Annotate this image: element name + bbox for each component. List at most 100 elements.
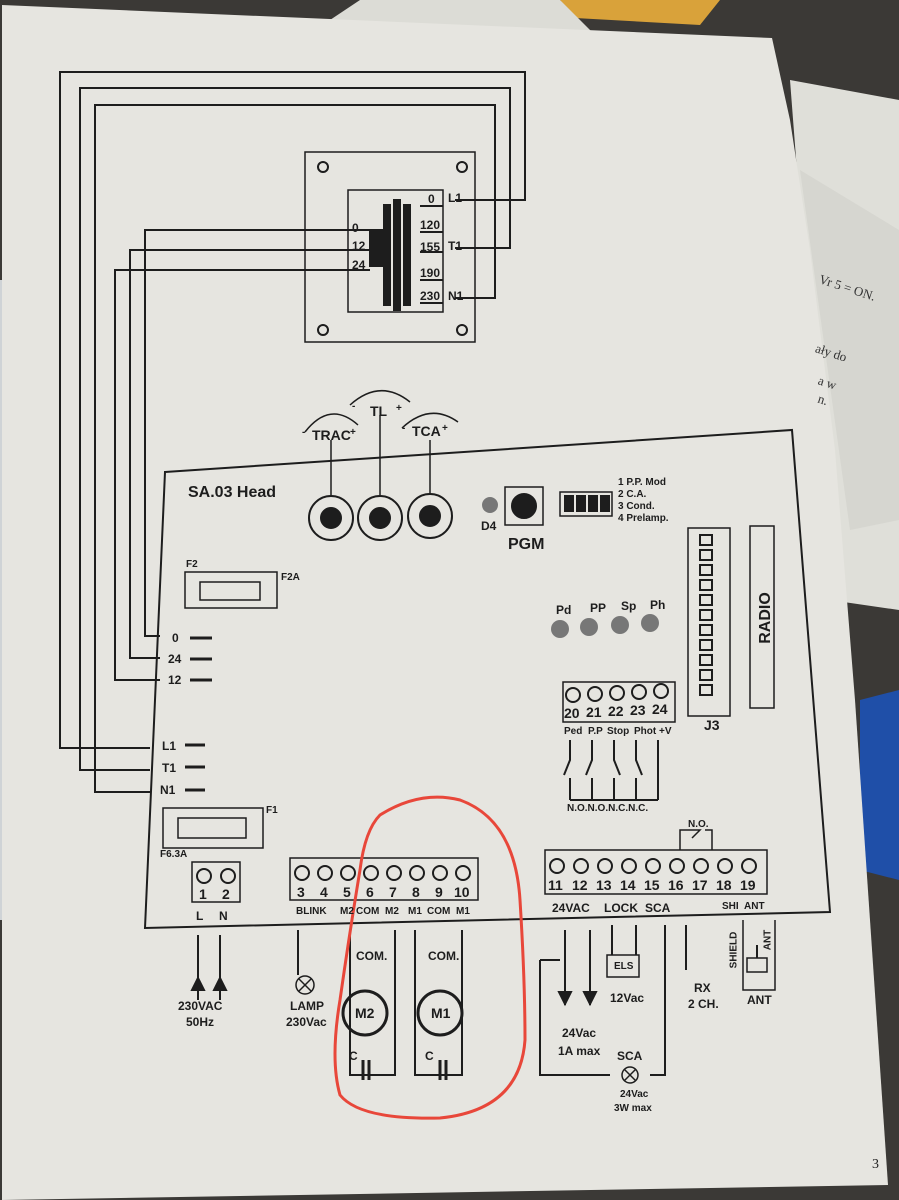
m2-com-label: COM. xyxy=(356,949,388,963)
lamp-label: LAMP xyxy=(290,999,324,1013)
output-label-n1: N1 xyxy=(160,783,176,797)
motor-m1-symbol xyxy=(416,989,464,1037)
terminal-14: 14 xyxy=(620,877,636,893)
terminal-24: 24 xyxy=(652,701,668,717)
capacitor-m2-label: C xyxy=(349,1049,358,1063)
wire-12-loop xyxy=(114,269,350,681)
motor-m1-label: M1 xyxy=(431,1005,451,1021)
aux-label-shi: SHI xyxy=(722,901,739,912)
tap-primary-155: 155 xyxy=(420,240,441,254)
dip-label-1: 1 P.P. Mod xyxy=(618,477,666,488)
fuse-f2 xyxy=(184,571,278,609)
tap-primary-120: 120 xyxy=(420,218,441,232)
d4-led xyxy=(482,497,498,513)
terminal-7: 7 xyxy=(389,884,397,900)
wire-l1-loop xyxy=(59,71,526,749)
dip-label-2: 2 C.A. xyxy=(618,489,647,500)
trimmer-tl-label: TL xyxy=(370,403,388,419)
terminal-10: 10 xyxy=(454,884,470,900)
trimmer-tl[interactable] xyxy=(357,495,403,541)
tap-primary-190: 190 xyxy=(420,266,441,280)
d4-label: D4 xyxy=(481,519,497,533)
rx-label: RX xyxy=(694,981,711,995)
terminal-19: 19 xyxy=(740,877,756,893)
terminal-9: 9 xyxy=(435,884,443,900)
relay-no-label: N.O. xyxy=(688,819,709,830)
terminal-5: 5 xyxy=(343,884,351,900)
line-label-t1: T1 xyxy=(448,239,463,253)
red-annotation-loop xyxy=(333,795,527,1120)
supply-voltage-label: 24Vac xyxy=(562,1026,597,1040)
tl-minus: - xyxy=(352,401,356,412)
right-blue-object xyxy=(860,690,899,880)
input-label-pp: P.P xyxy=(588,726,603,737)
fuse-f63a-label: F6.3A xyxy=(160,849,188,860)
m1-com-label: COM. xyxy=(428,949,460,963)
terminal-20: 20 xyxy=(564,705,580,721)
motor-terminal-label-blink: BLINK xyxy=(296,906,327,917)
trac-minus: - xyxy=(302,427,306,438)
terminal-block-inputs[interactable] xyxy=(562,681,676,723)
tap-primary-230: 230 xyxy=(420,289,441,303)
aux-label-ant: ANT xyxy=(744,901,765,912)
sca-voltage-label: 24Vac xyxy=(620,1089,649,1100)
tap-secondary-24: 24 xyxy=(352,258,366,272)
line-label-n1: N1 xyxy=(448,289,464,303)
trimmer-tca[interactable] xyxy=(407,493,453,539)
radio-label: RADIO xyxy=(756,592,774,644)
sca-lamp-symbol xyxy=(621,1066,639,1084)
terminal-15: 15 xyxy=(644,877,660,893)
terminal-block-power[interactable] xyxy=(191,861,241,903)
terminal-3: 3 xyxy=(297,884,305,900)
motor-terminal-label-m2a: M2 xyxy=(340,906,354,917)
motor-terminal-label-com1: COM xyxy=(427,906,451,917)
terminal-label-l: L xyxy=(196,909,204,923)
background-paper-right2 xyxy=(800,170,899,530)
terminal-block-motors[interactable] xyxy=(289,857,479,901)
shield-label: SHIELD xyxy=(728,931,740,969)
dip-switch[interactable] xyxy=(559,491,613,517)
rx-channels-label: 2 CH. xyxy=(688,997,719,1011)
status-led-sp: Sp xyxy=(621,599,637,613)
fuse-f2a-label: F2A xyxy=(281,572,300,583)
input-label-v: +V xyxy=(659,726,672,737)
terminal-4: 4 xyxy=(320,884,328,900)
terminal-11: 11 xyxy=(548,877,563,893)
antenna-vertical-label: ANT xyxy=(762,929,774,951)
dip-label-3: 3 Cond. xyxy=(618,501,655,512)
dip-label-4: 4 Prelamp. xyxy=(618,513,669,524)
aux-label-24vac: 24VAC xyxy=(552,901,590,915)
sca-power-label: 3W max xyxy=(614,1103,652,1114)
terminal-block-aux[interactable] xyxy=(544,849,768,895)
trimmer-trac[interactable] xyxy=(308,495,354,541)
wire-24-loop xyxy=(129,249,350,659)
input-label-ped: Ped xyxy=(564,726,583,737)
wire-t1-loop xyxy=(79,87,511,771)
tap-secondary-0: 0 xyxy=(352,221,359,235)
wire-n1-loop xyxy=(94,104,496,793)
aux-label-lock: LOCK xyxy=(604,901,638,915)
motor-terminal-label-m2b: M2 xyxy=(385,906,399,917)
j3-connector xyxy=(687,527,731,717)
terminal-23: 23 xyxy=(630,702,646,718)
motor-m2-symbol xyxy=(341,989,389,1037)
lock-voltage-label: 12Vac xyxy=(610,991,645,1005)
status-led-ph: Ph xyxy=(650,598,666,612)
tap-secondary-12: 12 xyxy=(352,239,366,253)
lock-symbol xyxy=(606,954,640,978)
input-contact-types: N.O.N.O.N.C.N.C. xyxy=(567,803,649,814)
sca-label: SCA xyxy=(617,1049,643,1063)
terminal-12: 12 xyxy=(572,877,588,893)
supply-current-label: 1A max xyxy=(558,1044,601,1058)
tl-plus: + xyxy=(396,403,402,414)
tap-primary-0: 0 xyxy=(428,192,435,206)
status-led-pp: PP xyxy=(590,601,607,615)
tca-minus: - xyxy=(402,423,406,434)
terminal-2: 2 xyxy=(222,886,230,902)
radio-slot xyxy=(749,525,775,709)
lamp-symbol xyxy=(295,975,315,995)
terminal-6: 6 xyxy=(366,884,374,900)
motor-m2-label: M2 xyxy=(355,1005,375,1021)
pgm-button[interactable] xyxy=(504,486,544,526)
